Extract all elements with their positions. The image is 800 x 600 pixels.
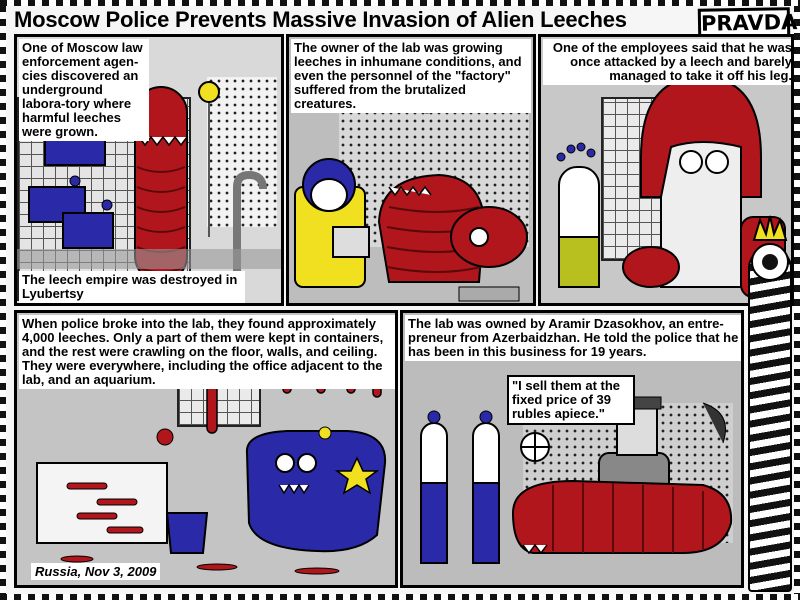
tiled-wall bbox=[177, 383, 261, 427]
caption-lyubertsy: The leech empire was destroyed in Lyuber… bbox=[19, 271, 245, 303]
comic-title: Moscow Police Prevents Massive Invasion … bbox=[14, 7, 627, 32]
caption-employee: One of the employees said that he was on… bbox=[543, 39, 791, 85]
caption-raid: When police broke into the lab, they fou… bbox=[19, 315, 395, 389]
panel-2-illustration bbox=[294, 100, 528, 302]
panel-lab-owner: The lab was owned by Aramir Dzasokhov, a… bbox=[400, 310, 744, 588]
panel-inhumane-conditions: The owner of the lab was growing leeches… bbox=[286, 34, 536, 306]
police-badge-icon bbox=[334, 456, 380, 495]
leech-ride bbox=[511, 479, 733, 554]
striped-pillar bbox=[748, 248, 792, 592]
speech-quote: "I sell them at the fixed price of 39 ru… bbox=[507, 375, 635, 425]
caption-discovery: One of Moscow law enforcement agen-cies … bbox=[19, 39, 149, 141]
publication-date: Russia, Nov 3, 2009 bbox=[31, 563, 161, 580]
panel-4-illustration bbox=[36, 352, 387, 575]
crown-icon bbox=[752, 215, 788, 241]
perforated-wall bbox=[207, 77, 277, 227]
panel-police-raid: When police broke into the lab, they fou… bbox=[14, 310, 398, 588]
panel-lab-discovery: One of Moscow law enforcement agen-cies … bbox=[14, 34, 284, 306]
crowned-head bbox=[751, 215, 789, 281]
specimen-tubes bbox=[420, 410, 500, 564]
caption-inhumane: The owner of the lab was growing leeches… bbox=[291, 39, 531, 113]
caption-owner: The lab was owned by Aramir Dzasokhov, a… bbox=[405, 315, 741, 361]
lamp-icon bbox=[198, 81, 220, 103]
leech-on-head bbox=[640, 75, 762, 198]
bucket bbox=[165, 512, 209, 554]
police-creature bbox=[245, 430, 387, 553]
